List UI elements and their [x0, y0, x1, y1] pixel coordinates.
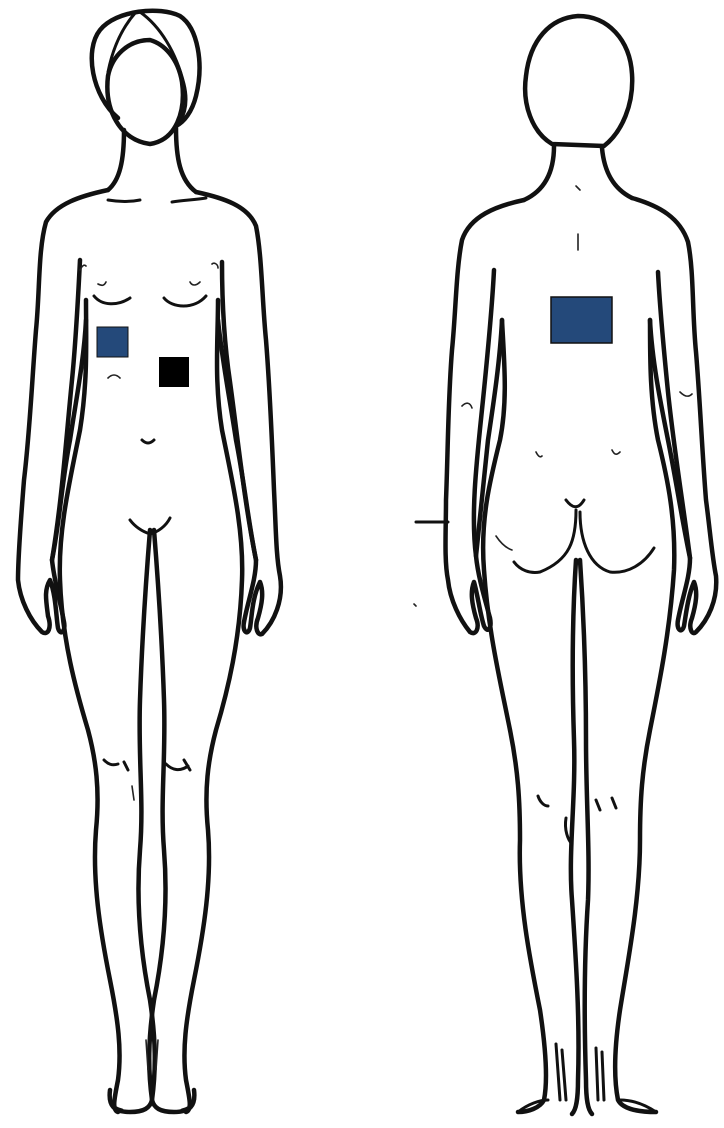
back-hip-marks: [496, 450, 620, 550]
back-neck: [524, 146, 632, 200]
front-chest-left: [94, 296, 130, 304]
back-figure: [414, 16, 716, 1114]
marker-back-mid: [551, 297, 612, 343]
front-neck: [108, 128, 196, 192]
back-right-leg-inner: [580, 560, 592, 1114]
back-buttocks: [514, 500, 654, 573]
marker-front-epigastric: [159, 357, 189, 387]
back-neck-dot: [576, 186, 580, 190]
back-head: [525, 16, 632, 146]
front-figure: [18, 11, 281, 1112]
front-knees: [104, 760, 190, 770]
back-left-leg-inner: [571, 560, 579, 1114]
front-navel: [142, 440, 154, 443]
marker-front-right-abdomen: [97, 327, 128, 357]
front-chest-marks: [80, 263, 218, 285]
back-torso-left: [483, 320, 546, 1112]
front-hair-parting: [108, 12, 186, 122]
front-chest-right: [164, 296, 206, 306]
back-torso-right: [615, 320, 674, 1112]
back-stray-dot: [414, 604, 416, 606]
front-collarbones: [108, 198, 206, 202]
front-face: [107, 40, 182, 144]
back-knees: [538, 796, 616, 810]
